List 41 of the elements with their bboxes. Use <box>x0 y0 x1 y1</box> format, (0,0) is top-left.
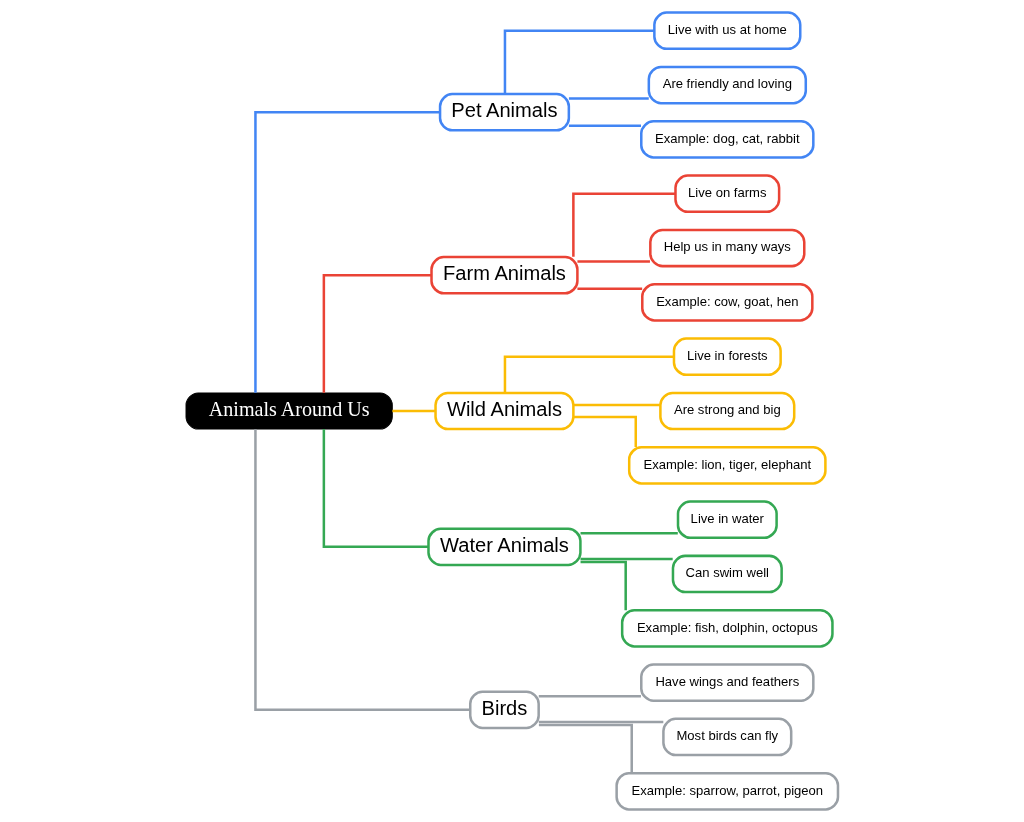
node-box: Live in water <box>676 500 778 540</box>
connector <box>577 287 643 290</box>
connector <box>572 192 676 257</box>
node-box: Are friendly and loving <box>647 65 808 105</box>
node-box: Pet Animals <box>438 92 571 132</box>
connector <box>580 557 673 561</box>
connector <box>322 273 432 393</box>
connector <box>573 403 661 407</box>
node-box: Help us in many ways <box>649 228 806 268</box>
node-box: Birds <box>469 690 540 730</box>
node-box: Most birds can fly <box>662 717 793 757</box>
connector <box>573 415 637 448</box>
node-box: Example: fish, dolphin, octopus <box>620 608 834 648</box>
connector <box>503 29 655 94</box>
node-box: Example: lion, tiger, elephant <box>627 445 827 485</box>
node-box: Wild Animals <box>434 391 575 431</box>
connector <box>322 429 429 549</box>
connector <box>254 110 440 393</box>
connector <box>538 720 664 724</box>
node-box: Live on farms <box>674 174 781 214</box>
node-box: Example: sparrow, parrot, pigeon <box>615 771 840 811</box>
connector <box>538 723 633 774</box>
connector <box>568 124 641 128</box>
node-box: Have wings and feathers <box>640 663 815 702</box>
connector <box>580 532 678 535</box>
connector <box>254 429 471 712</box>
node-box: Water Animals <box>427 527 582 567</box>
node-box: Are strong and big <box>659 391 796 431</box>
node-box: Example: dog, cat, rabbit <box>640 119 815 159</box>
connector <box>577 260 650 263</box>
node-box: Example: cow, goat, hen <box>641 282 814 322</box>
node-box: Animals Around Us <box>185 392 393 430</box>
node-box: Live in forests <box>672 337 782 377</box>
node-box: Can swim well <box>671 554 783 594</box>
node-box: Live with us at home <box>653 11 802 51</box>
connector <box>568 97 649 100</box>
node-box: Farm Animals <box>430 255 579 295</box>
connector <box>392 409 436 413</box>
connector <box>538 694 641 698</box>
connector <box>580 560 627 611</box>
connector <box>503 355 674 393</box>
